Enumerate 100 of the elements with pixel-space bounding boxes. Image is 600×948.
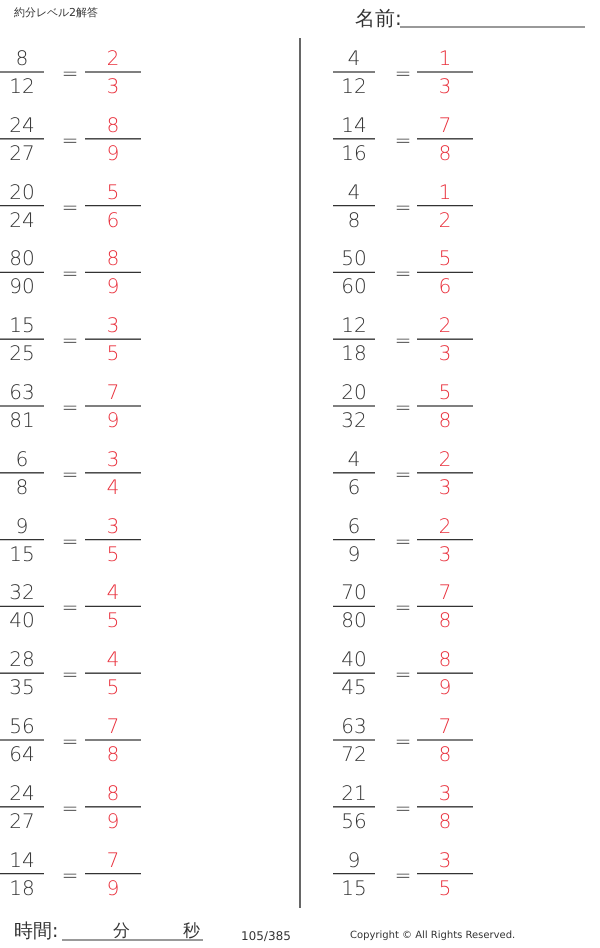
denominator: 8 (348, 210, 360, 230)
answer-denominator: 6 (106, 210, 120, 230)
equals-sign: = (394, 196, 412, 217)
equals-sign: = (394, 597, 412, 618)
equals-sign: = (62, 330, 78, 350)
answer-denominator: 9 (106, 142, 120, 163)
equals-sign: = (394, 464, 412, 484)
answer-denominator: 8 (438, 142, 452, 163)
answer-numerator: 8 (106, 114, 120, 135)
answer-numerator: 4 (106, 582, 120, 602)
denominator: 18 (341, 343, 367, 364)
seconds-unit: 秒 (183, 923, 200, 940)
answer-numerator: 3 (106, 516, 120, 536)
denominator: 45 (341, 677, 367, 698)
denominator: 6 (348, 476, 360, 497)
answer-numerator: 2 (106, 48, 120, 68)
answer-denominator: 9 (106, 810, 120, 831)
answer-denominator: 3 (438, 476, 452, 497)
answer-numerator: 7 (438, 114, 452, 135)
equals-sign: = (62, 530, 78, 551)
answer-denominator: 8 (438, 744, 452, 764)
answer-denominator: 5 (106, 343, 120, 364)
denominator: 27 (9, 810, 35, 831)
equals-sign: = (62, 731, 78, 751)
answer-denominator: 8 (106, 744, 120, 764)
answer-denominator: 5 (106, 677, 120, 698)
equals-sign: = (62, 397, 78, 417)
answer-numerator: 7 (106, 850, 120, 870)
numerator: 24 (9, 782, 35, 803)
numerator: 15 (9, 315, 35, 336)
equals-sign: = (62, 196, 78, 217)
numerator: 14 (341, 114, 367, 135)
answer-numerator: 8 (106, 248, 120, 268)
numerator: 4 (348, 182, 360, 202)
denominator: 16 (341, 142, 367, 163)
numerator: 21 (341, 782, 367, 803)
equals-sign: = (394, 864, 412, 885)
denominator: 81 (9, 410, 35, 430)
numerator: 6 (16, 448, 28, 469)
answer-denominator: 9 (106, 276, 120, 296)
numerator: 20 (9, 182, 35, 202)
denominator: 40 (9, 610, 35, 630)
minutes-unit: 分 (113, 923, 130, 940)
numerator: 40 (341, 649, 367, 670)
answer-numerator: 5 (438, 382, 452, 402)
answer-denominator: 8 (438, 610, 452, 630)
equals-sign: = (394, 798, 412, 818)
numerator: 9 (16, 516, 28, 536)
answer-numerator: 5 (438, 248, 452, 268)
name-label: 名前: (355, 8, 402, 28)
denominator: 12 (9, 76, 35, 96)
answer-numerator: 3 (438, 850, 452, 870)
numerator: 70 (341, 582, 367, 602)
numerator: 32 (9, 582, 35, 602)
numerator: 80 (9, 248, 35, 268)
numerator: 63 (341, 716, 367, 736)
equals-sign: = (394, 397, 412, 417)
answer-numerator: 5 (106, 182, 120, 202)
numerator: 24 (9, 114, 35, 135)
equals-sign: = (394, 263, 412, 284)
equals-sign: = (394, 130, 412, 150)
numerator: 14 (9, 850, 35, 870)
equals-sign: = (62, 597, 78, 618)
denominator: 9 (348, 544, 360, 564)
answer-numerator: 7 (438, 582, 452, 602)
answer-numerator: 2 (438, 516, 452, 536)
denominator: 90 (9, 276, 35, 296)
denominator: 60 (341, 276, 367, 296)
denominator: 12 (341, 76, 367, 96)
answer-numerator: 3 (438, 782, 452, 803)
equals-sign: = (394, 63, 412, 83)
answer-denominator: 3 (438, 76, 452, 96)
equals-sign: = (62, 263, 78, 284)
answer-denominator: 3 (438, 544, 452, 564)
denominator: 56 (341, 810, 367, 831)
answer-numerator: 2 (438, 448, 452, 469)
answer-denominator: 9 (106, 410, 120, 430)
numerator: 56 (9, 716, 35, 736)
numerator: 4 (348, 48, 360, 68)
denominator: 25 (9, 343, 35, 364)
answer-numerator: 3 (106, 315, 120, 336)
denominator: 15 (341, 878, 367, 898)
numerator: 63 (9, 382, 35, 402)
worksheet-title: 約分レベル2解答 (14, 7, 98, 18)
answer-numerator: 8 (106, 782, 120, 803)
equals-sign: = (62, 63, 78, 83)
answer-denominator: 5 (106, 544, 120, 564)
answer-denominator: 5 (438, 878, 452, 898)
denominator: 18 (9, 878, 35, 898)
denominator: 35 (9, 677, 35, 698)
numerator: 4 (348, 448, 360, 469)
equals-sign: = (394, 330, 412, 350)
answer-denominator: 4 (106, 476, 120, 497)
denominator: 80 (341, 610, 367, 630)
numerator: 8 (16, 48, 28, 68)
copyright-notice: Copyright © All Rights Reserved. (350, 931, 516, 941)
denominator: 15 (9, 544, 35, 564)
answer-denominator: 3 (106, 76, 120, 96)
numerator: 6 (348, 516, 360, 536)
equals-sign: = (62, 664, 78, 684)
